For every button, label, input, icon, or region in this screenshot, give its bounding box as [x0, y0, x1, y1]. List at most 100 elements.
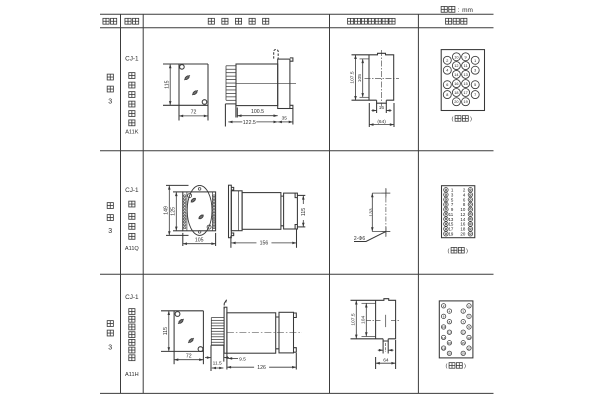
svg-text:(64): (64) — [377, 119, 386, 125]
svg-text:149: 149 — [163, 206, 169, 215]
svg-text:17: 17 — [467, 346, 471, 350]
svg-text:9: 9 — [468, 325, 470, 329]
svg-text:11.5: 11.5 — [213, 361, 222, 367]
svg-text:3: 3 — [108, 98, 112, 105]
svg-text:mm: mm — [462, 7, 473, 14]
svg-text:1: 1 — [474, 59, 476, 63]
svg-text:1: 1 — [451, 188, 454, 193]
svg-text:125: 125 — [170, 207, 176, 216]
svg-text:115: 115 — [301, 208, 307, 216]
svg-text:4: 4 — [446, 69, 448, 73]
svg-text:19: 19 — [448, 231, 453, 236]
svg-text:A11Q: A11Q — [125, 246, 140, 252]
svg-text:7: 7 — [451, 202, 454, 207]
svg-text:100.5: 100.5 — [251, 109, 264, 115]
svg-text:20: 20 — [460, 231, 465, 236]
svg-text:13: 13 — [448, 217, 453, 222]
svg-text:15: 15 — [462, 341, 466, 345]
svg-text:12: 12 — [460, 212, 465, 217]
svg-text:): ) — [464, 364, 466, 370]
svg-text:2: 2 — [443, 304, 445, 308]
svg-text:126: 126 — [257, 365, 266, 371]
svg-text:19: 19 — [463, 100, 467, 104]
svg-text:3: 3 — [451, 192, 454, 197]
svg-text:A11K: A11K — [125, 130, 139, 136]
svg-text:107.5: 107.5 — [350, 71, 356, 84]
svg-text:1: 1 — [468, 304, 470, 308]
svg-text:12: 12 — [454, 64, 458, 68]
svg-text:18: 18 — [454, 91, 458, 95]
svg-text:12: 12 — [448, 331, 452, 335]
svg-text:(: ( — [452, 117, 454, 123]
svg-text:10: 10 — [460, 207, 465, 212]
svg-text:72: 72 — [191, 110, 197, 116]
svg-text:16: 16 — [454, 82, 458, 86]
svg-text:8: 8 — [463, 202, 466, 207]
svg-text:7: 7 — [462, 320, 464, 324]
svg-text:4: 4 — [463, 192, 466, 197]
svg-text:115: 115 — [164, 80, 170, 88]
svg-text:16: 16 — [379, 105, 385, 111]
svg-text:2: 2 — [463, 188, 466, 193]
svg-text:72: 72 — [186, 353, 192, 359]
svg-text:122.5: 122.5 — [243, 120, 256, 126]
svg-text:14: 14 — [460, 217, 465, 222]
svg-text:CJ-1: CJ-1 — [125, 294, 139, 301]
svg-text:104: 104 — [360, 316, 366, 324]
svg-text:3: 3 — [462, 309, 464, 313]
svg-text:14: 14 — [454, 73, 458, 77]
svg-text:CJ-1: CJ-1 — [125, 56, 139, 63]
svg-text:): ) — [470, 117, 472, 123]
svg-text:(: ( — [446, 364, 448, 370]
svg-text:35: 35 — [282, 115, 288, 121]
svg-text:10: 10 — [442, 325, 446, 329]
svg-text:A11H: A11H — [125, 372, 139, 378]
svg-text:115: 115 — [163, 327, 169, 335]
svg-text:18: 18 — [460, 227, 465, 232]
svg-text:13: 13 — [463, 73, 467, 77]
svg-text:64: 64 — [383, 358, 389, 364]
svg-text:5: 5 — [451, 197, 454, 202]
svg-text:11: 11 — [464, 64, 468, 68]
svg-text:15: 15 — [448, 222, 453, 227]
svg-text:105: 105 — [195, 237, 204, 243]
svg-text:9.5: 9.5 — [239, 356, 246, 362]
svg-text:4: 4 — [449, 309, 451, 313]
svg-text:13: 13 — [467, 336, 471, 340]
svg-text:3: 3 — [108, 228, 112, 235]
svg-text:19: 19 — [462, 352, 466, 356]
svg-text:(: ( — [448, 248, 450, 254]
svg-text:10: 10 — [454, 55, 458, 59]
svg-text:17: 17 — [463, 91, 467, 95]
svg-text:6: 6 — [463, 197, 466, 202]
svg-text:3: 3 — [108, 344, 112, 351]
svg-text:17: 17 — [448, 227, 453, 232]
svg-text:11: 11 — [462, 331, 465, 335]
svg-text:7: 7 — [474, 93, 476, 97]
svg-text:133: 133 — [368, 208, 374, 216]
svg-text:2: 2 — [446, 59, 448, 63]
svg-text:9: 9 — [451, 207, 454, 212]
svg-text:3: 3 — [474, 69, 476, 73]
svg-text:15: 15 — [463, 82, 467, 86]
svg-text:156: 156 — [260, 241, 269, 247]
svg-text:14: 14 — [442, 336, 446, 340]
svg-text:20: 20 — [454, 100, 458, 104]
svg-text:16: 16 — [448, 341, 452, 345]
svg-text:8: 8 — [446, 93, 448, 97]
svg-text:18: 18 — [442, 346, 446, 350]
svg-text:8: 8 — [449, 320, 451, 324]
svg-text:6: 6 — [443, 315, 445, 319]
svg-text:11: 11 — [449, 212, 454, 217]
svg-text:9: 9 — [465, 55, 467, 59]
svg-text::: : — [458, 7, 460, 14]
svg-text:): ) — [466, 248, 468, 254]
svg-text:107.5: 107.5 — [350, 313, 356, 326]
svg-text:105: 105 — [357, 74, 363, 82]
svg-text:20: 20 — [448, 352, 452, 356]
svg-text:2-Φ6: 2-Φ6 — [354, 236, 365, 242]
svg-text:16: 16 — [460, 222, 465, 227]
svg-text:5: 5 — [468, 315, 470, 319]
svg-text:6: 6 — [446, 83, 448, 87]
svg-text:CJ-1: CJ-1 — [125, 187, 139, 194]
